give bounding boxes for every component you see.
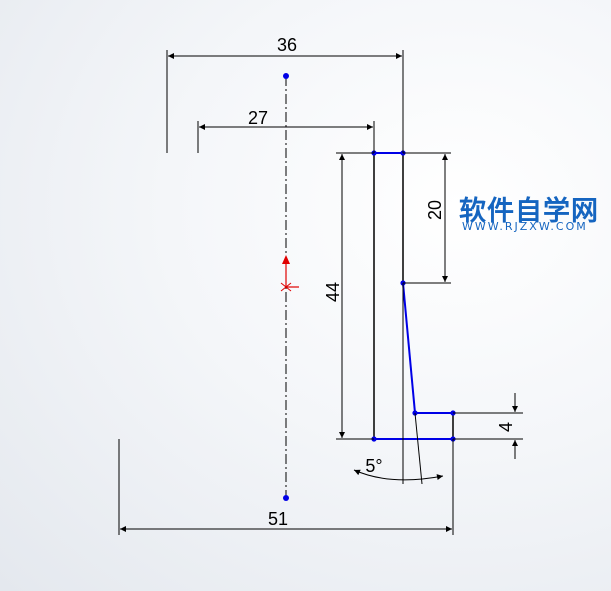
watermark-url: WWW.RJZXW.COM [462, 220, 588, 233]
profile-tapered-edge [402, 282, 416, 414]
watermark-title: 软件自学网 [459, 196, 599, 227]
dimension-taper-angle-label: 5° [365, 456, 382, 476]
dimension-inner-width-label: 27 [248, 108, 268, 128]
dimension-upper-height[interactable] [403, 152, 451, 284]
dimension-taper-angle[interactable] [353, 283, 444, 485]
dimension-total-height-label: 44 [323, 282, 343, 302]
centerline-bottom-point[interactable] [283, 495, 289, 501]
dimension-bottom-thickness-label: 4 [496, 422, 516, 432]
dimension-base-width[interactable] [118, 439, 454, 535]
dimension-bottom-thickness[interactable] [453, 393, 523, 459]
dimension-total-height[interactable] [336, 152, 374, 440]
dimension-base-width-label: 51 [268, 509, 288, 529]
centerline-top-point[interactable] [283, 73, 289, 79]
dimension-upper-height-label: 20 [425, 200, 445, 220]
dimension-top-width-label: 36 [277, 35, 297, 55]
dimension-inner-width[interactable] [197, 121, 375, 153]
profile-outline[interactable] [373, 152, 454, 440]
dimension-top-width[interactable] [166, 50, 404, 153]
origin-icon [280, 255, 299, 292]
